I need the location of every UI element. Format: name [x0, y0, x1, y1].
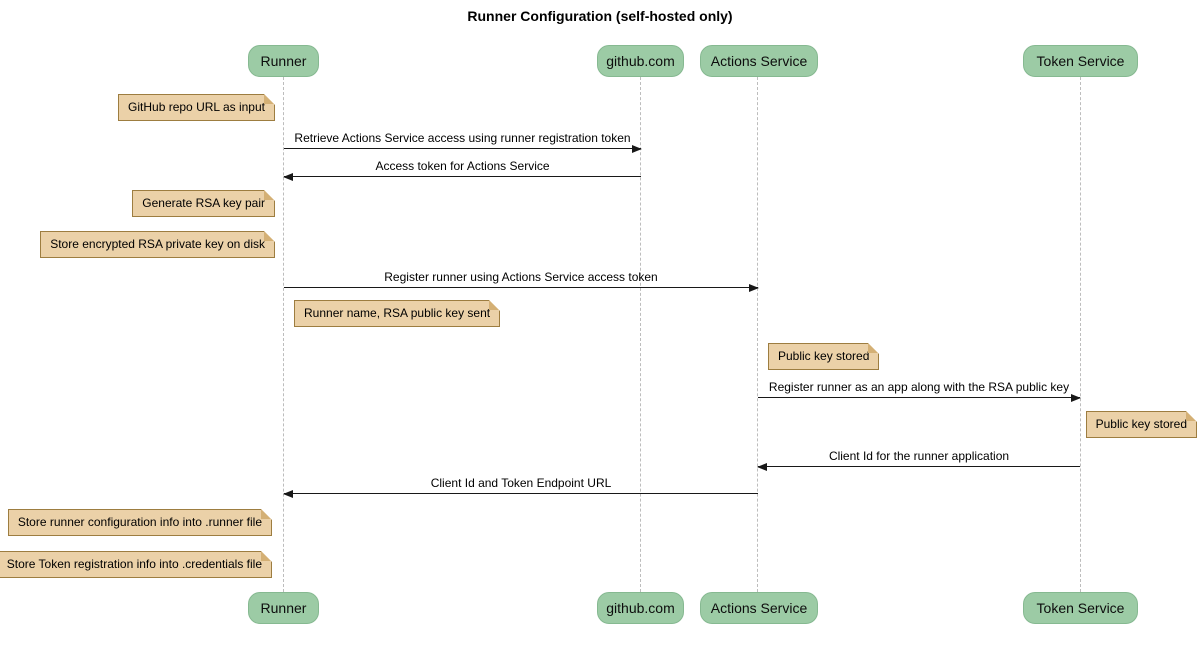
- note-store-runner-file: Store runner configuration info into .ru…: [7, 509, 273, 536]
- lifeline-runner: [283, 77, 284, 592]
- arrowhead-left-icon: [757, 463, 767, 471]
- message-client-id-endpoint: Client Id and Token Endpoint URL: [283, 476, 758, 498]
- message-label: Retrieve Actions Service access using ru…: [294, 131, 631, 145]
- arrowhead-right-icon: [632, 145, 642, 153]
- message-line: [284, 493, 758, 494]
- message-line: [758, 397, 1080, 398]
- lifeline-github: [640, 77, 641, 592]
- message-access-token: Access token for Actions Service: [283, 159, 641, 181]
- participant-actions-service-top: Actions Service: [700, 45, 818, 77]
- note-github-repo-url: GitHub repo URL as input: [118, 94, 275, 121]
- arrowhead-left-icon: [283, 490, 293, 498]
- note-public-key-stored-actions: Public key stored: [768, 343, 880, 370]
- participant-token-service-top: Token Service: [1023, 45, 1138, 77]
- message-line: [284, 287, 758, 288]
- participant-github-top: github.com: [597, 45, 684, 77]
- arrowhead-right-icon: [1071, 394, 1081, 402]
- message-register-runner-app: Register runner as an app along with the…: [758, 380, 1081, 402]
- note-store-private-key: Store encrypted RSA private key on disk: [40, 231, 275, 258]
- message-label: Register runner using Actions Service ac…: [384, 270, 658, 284]
- note-public-key-stored-token: Public key stored: [1085, 411, 1198, 438]
- message-retrieve-actions-access: Retrieve Actions Service access using ru…: [284, 131, 642, 153]
- participant-github-bottom: github.com: [597, 592, 684, 624]
- message-label: Access token for Actions Service: [375, 159, 550, 173]
- message-register-runner: Register runner using Actions Service ac…: [284, 270, 759, 292]
- message-client-id-runner-app: Client Id for the runner application: [757, 449, 1080, 471]
- lifeline-actions-service: [757, 77, 758, 592]
- message-label: Register runner as an app along with the…: [768, 380, 1070, 394]
- lifeline-token-service: [1080, 77, 1081, 592]
- message-line: [284, 176, 641, 177]
- participant-actions-service-bottom: Actions Service: [700, 592, 818, 624]
- arrowhead-right-icon: [749, 284, 759, 292]
- participant-token-service-bottom: Token Service: [1023, 592, 1138, 624]
- note-store-credentials-file: Store Token registration info into .cred…: [0, 551, 273, 578]
- message-label: Client Id for the runner application: [828, 449, 1010, 463]
- message-line: [284, 148, 641, 149]
- participant-runner-bottom: Runner: [248, 592, 319, 624]
- participant-runner-top: Runner: [248, 45, 319, 77]
- message-label: Client Id and Token Endpoint URL: [430, 476, 612, 490]
- arrowhead-left-icon: [283, 173, 293, 181]
- message-line: [758, 466, 1080, 467]
- note-runner-name-sent: Runner name, RSA public key sent: [294, 300, 501, 327]
- diagram-title: Runner Configuration (self-hosted only): [467, 8, 733, 24]
- note-generate-rsa: Generate RSA key pair: [132, 190, 275, 217]
